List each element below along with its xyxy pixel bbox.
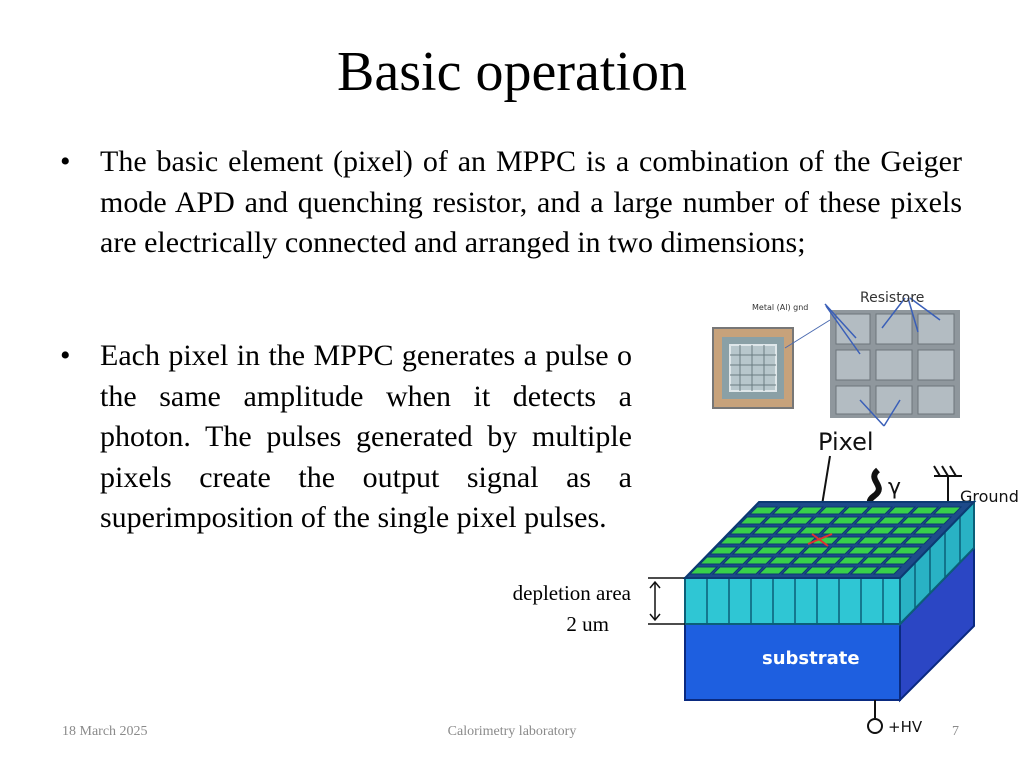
slide-title: Basic operation <box>337 41 687 103</box>
footer-title: Calorimetry laboratory <box>447 724 577 739</box>
hit-pixel-marker <box>807 533 833 547</box>
slide-number: 7 <box>952 724 959 739</box>
mppc-structure-figure: Metal (Al) gnd Resistore Pixel γ Ground … <box>648 290 1019 736</box>
pixel-grid <box>688 506 963 575</box>
depletion-area-label: depletion area <box>512 581 631 605</box>
pixel-zoom-photo: Metal (Al) gnd Resistore <box>752 290 960 418</box>
bullet-item-1: • The basic element (pixel) of an MPPC i… <box>60 142 962 264</box>
bullet-symbol: • <box>60 339 71 372</box>
metal-gnd-label: Metal (Al) gnd <box>752 303 808 312</box>
bullet-text-1: The basic element (pixel) of an MPPC is … <box>100 145 962 259</box>
pixel-array-top <box>682 501 977 579</box>
substrate-label: substrate <box>762 648 860 669</box>
hv-label: +HV <box>888 718 923 736</box>
bullet-item-2: • Each pixel in the MPPC generates a pul… <box>60 336 632 539</box>
chip-photo <box>712 319 831 409</box>
footer-date: 18 March 2025 <box>62 724 148 739</box>
depletion-thickness-label: 2 um <box>566 612 609 636</box>
bullet-text-2: Each pixel in the MPPC generates a pulse… <box>100 339 632 534</box>
resistore-label: Resistore <box>860 290 924 306</box>
depletion-layer <box>648 499 975 627</box>
pixel-pointer: Pixel <box>815 399 901 543</box>
pixel-label: Pixel <box>818 428 874 456</box>
gamma-label: γ <box>888 475 901 500</box>
bullet-symbol: • <box>60 145 71 178</box>
